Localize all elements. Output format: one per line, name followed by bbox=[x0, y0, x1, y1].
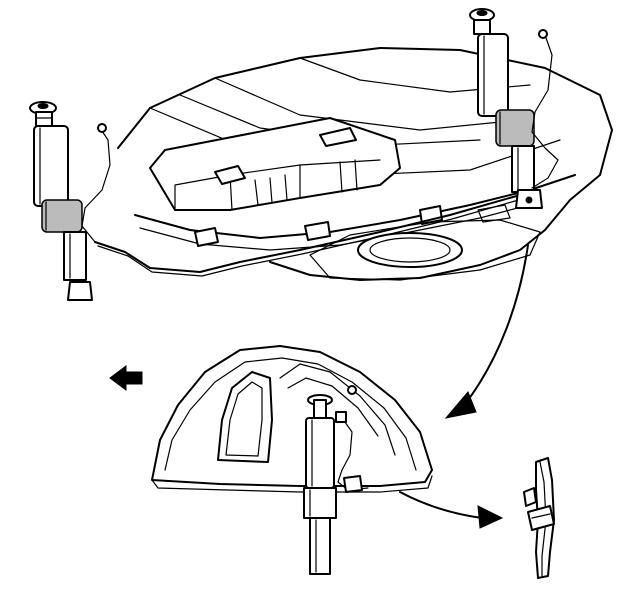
left-shock-absorber bbox=[29, 101, 93, 301]
left-shock-wire bbox=[81, 123, 111, 243]
curved-arrow-to-connector bbox=[399, 491, 504, 529]
connector-detail bbox=[523, 457, 555, 579]
direction-arrow-left bbox=[109, 365, 143, 391]
right-shock-wire bbox=[531, 29, 559, 189]
detail-shock-wire bbox=[335, 411, 369, 493]
right-wire-connector bbox=[538, 29, 548, 39]
left-wire-connector bbox=[97, 123, 107, 133]
vehicle-underbody bbox=[117, 47, 613, 281]
curved-arrow-to-detail bbox=[444, 244, 529, 419]
wiring-harness bbox=[94, 194, 523, 277]
detail-wheelhouse-trim bbox=[151, 345, 433, 493]
detail-shock-absorber bbox=[303, 394, 337, 575]
detail-wire-connector bbox=[335, 411, 347, 423]
right-shock-absorber bbox=[469, 8, 543, 209]
